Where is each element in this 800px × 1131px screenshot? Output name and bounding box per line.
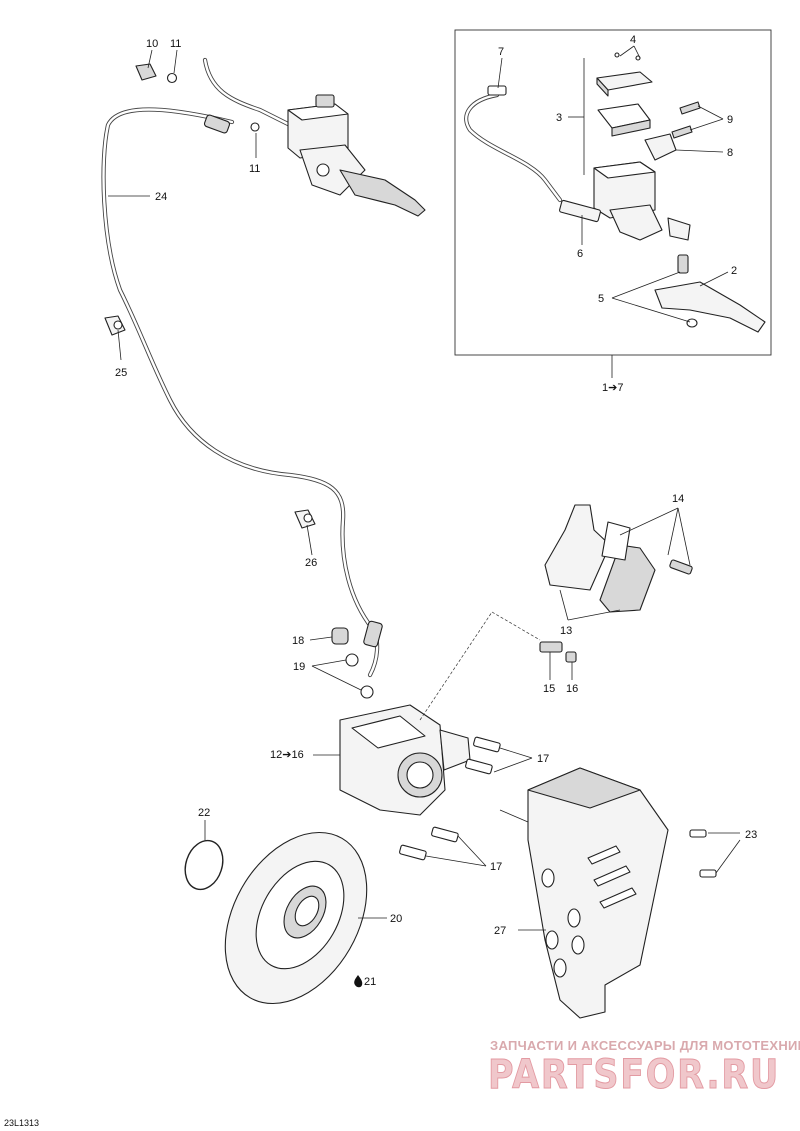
drawing-code: 23L1313: [4, 1118, 39, 1128]
callout-17-bottom: 17: [490, 861, 502, 873]
master-cylinder-assembly: [202, 57, 426, 217]
callout-14: 14: [672, 493, 684, 505]
callout-3: 3: [556, 112, 562, 124]
hose-clamps: [104, 315, 316, 529]
inset-frame: [454, 29, 772, 356]
brake-disc: [224, 831, 368, 1005]
callout-20: 20: [390, 913, 402, 925]
callout-26: 26: [305, 557, 317, 569]
watermark-brand: PARTSFOR.RU: [488, 1052, 780, 1098]
o-ring: [184, 839, 224, 891]
callout-16: 16: [566, 683, 578, 695]
callout-13: 13: [560, 625, 572, 637]
callout-24: 24: [155, 191, 167, 203]
watermark: ЗАПЧАСТИ И АКСЕССУАРЫ ДЛЯ МОТОТЕХНИКИ PA…: [488, 1038, 800, 1099]
watermark-tagline: ЗАПЧАСТИ И АКСЕССУАРЫ ДЛЯ МОТОТЕХНИКИ: [490, 1038, 800, 1053]
leader-lines: [108, 45, 741, 931]
callout-5: 5: [598, 293, 604, 305]
callout-23: 23: [745, 829, 757, 841]
callout-labels: 10 11 11 24 25 26 7 4 3 9 8 6 2 5 1➔7 14…: [115, 34, 757, 988]
callout-18: 18: [292, 635, 304, 647]
brake-pads: [544, 504, 693, 613]
callout-9: 9: [727, 114, 733, 126]
callout-7: 7: [498, 46, 504, 58]
banjo-bolt: [135, 63, 178, 84]
oil-drop-icon: [354, 975, 363, 988]
callout-22: 22: [198, 807, 210, 819]
callout-15: 15: [543, 683, 555, 695]
callout-4: 4: [630, 34, 636, 46]
callout-12-to-16: 12➔16: [270, 749, 304, 761]
callout-1-to-7: 1➔7: [602, 382, 623, 394]
callout-21: 21: [364, 976, 376, 988]
callout-6: 6: [577, 248, 583, 260]
callout-11-top: 11: [170, 38, 181, 50]
callout-8: 8: [727, 147, 733, 159]
callout-19: 19: [293, 661, 305, 673]
callout-27: 27: [494, 925, 506, 937]
callout-10: 10: [146, 38, 158, 50]
callout-25: 25: [115, 367, 127, 379]
callout-2: 2: [731, 265, 737, 277]
brake-caliper: [331, 627, 577, 861]
callout-17-top: 17: [537, 753, 549, 765]
brake-hose: [101, 107, 383, 678]
skid-plate: [527, 767, 717, 1019]
callout-11-bottom: 11: [249, 163, 260, 175]
inset-parts: [464, 52, 766, 333]
